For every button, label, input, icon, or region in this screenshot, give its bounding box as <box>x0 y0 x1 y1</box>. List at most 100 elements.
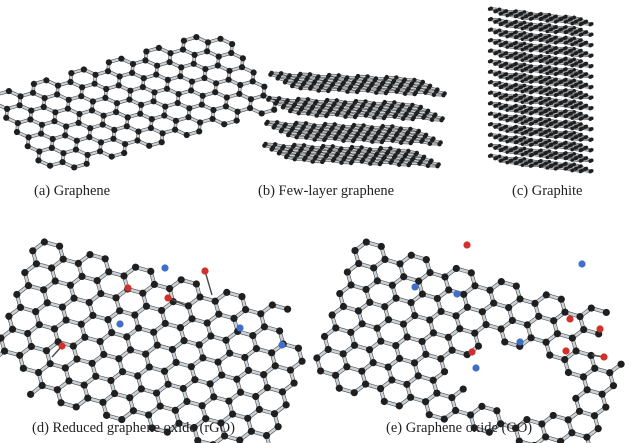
carbon-atom <box>564 46 568 50</box>
carbon-atom <box>412 91 417 97</box>
carbon-atom <box>570 168 575 173</box>
carbon-atom <box>194 436 202 443</box>
carbon-atom <box>558 80 562 85</box>
carbon-atom <box>474 342 483 350</box>
carbon-atom <box>311 81 316 86</box>
oxygen-atom <box>164 294 172 302</box>
carbon-atom <box>134 324 143 332</box>
carbon-atom <box>545 29 550 34</box>
carbon-atom <box>545 19 550 23</box>
carbon-atom <box>118 55 125 62</box>
carbon-atom <box>518 43 522 48</box>
carbon-atom <box>162 103 169 110</box>
carbon-atom <box>0 347 9 355</box>
carbon-atom <box>361 123 366 128</box>
carbon-atom <box>583 30 587 35</box>
carbon-atom <box>523 46 528 50</box>
carbon-atom <box>558 49 562 53</box>
carbon-atom <box>414 372 422 380</box>
carbon-atom <box>505 55 510 60</box>
carbon-atom <box>508 75 513 79</box>
carbon-atom <box>354 307 363 315</box>
carbon-atom <box>572 110 576 114</box>
carbon-atom <box>527 159 532 164</box>
carbon-atom <box>493 83 497 87</box>
carbon-atom <box>150 280 158 288</box>
carbon-atom <box>49 135 56 143</box>
carbon-atom <box>513 77 518 82</box>
carbon-atom <box>331 371 340 379</box>
carbon-atom <box>339 160 344 165</box>
carbon-atom <box>493 20 497 24</box>
carbon-atom <box>408 82 414 88</box>
carbon-atom <box>578 138 583 142</box>
carbon-atom <box>522 73 527 77</box>
carbon-atom <box>384 74 389 80</box>
carbon-atom <box>572 47 576 51</box>
graphite-illustration <box>487 6 594 174</box>
carbon-atom <box>583 135 587 140</box>
carbon-atom <box>403 380 411 388</box>
carbon-atom <box>523 140 528 145</box>
carbon-atom <box>286 132 291 138</box>
carbon-atom <box>508 22 513 27</box>
carbon-atom <box>339 125 345 131</box>
carbon-atom <box>564 151 568 155</box>
carbon-atom <box>347 85 353 91</box>
carbon-atom <box>263 141 268 147</box>
carbon-atom <box>76 110 83 118</box>
carbon-atom <box>518 12 522 17</box>
carbon-atom <box>268 349 276 357</box>
oxygen-atom <box>562 347 570 355</box>
carbon-atom <box>556 437 565 443</box>
carbon-atom <box>359 145 364 150</box>
carbon-atom <box>558 133 562 137</box>
carbon-atom <box>553 156 558 161</box>
carbon-atom <box>326 88 331 94</box>
carbon-atom <box>572 347 580 355</box>
carbon-atom <box>552 88 557 93</box>
carbon-atom <box>177 276 185 284</box>
carbon-atom <box>568 334 576 342</box>
carbon-atom <box>514 93 518 97</box>
carbon-atom <box>413 152 418 157</box>
carbon-atom <box>533 67 537 72</box>
carbon-atom <box>578 117 583 121</box>
carbon-atom <box>153 341 161 349</box>
oxygen-atom <box>463 241 471 249</box>
graphite-layer-10 <box>487 101 594 121</box>
carbon-atom <box>573 167 577 171</box>
carbon-atom <box>142 350 150 358</box>
carbon-atom <box>249 332 257 340</box>
carbon-atom <box>505 34 510 39</box>
carbon-atom <box>553 135 558 140</box>
carbon-atom <box>497 154 502 159</box>
carbon-atom <box>538 122 543 127</box>
carbon-atom <box>83 160 90 167</box>
carbon-atom <box>135 128 142 135</box>
carbon-atom <box>420 156 426 161</box>
carbon-atom <box>583 167 587 171</box>
carbon-atom <box>62 132 69 139</box>
carbon-atom <box>548 70 553 74</box>
carbon-atom <box>260 323 269 331</box>
carbon-atom <box>588 22 593 27</box>
carbon-atom <box>577 122 582 127</box>
carbon-atom <box>388 376 396 384</box>
carbon-atom <box>361 137 367 142</box>
carbon-atom <box>64 105 71 112</box>
carbon-atom <box>178 64 185 71</box>
carbon-atom <box>546 351 554 359</box>
carbon-atom <box>51 118 58 125</box>
carbon-atom <box>368 161 373 166</box>
carbon-atom <box>564 88 568 92</box>
carbon-atom <box>567 133 572 137</box>
carbon-atom <box>493 104 497 108</box>
carbon-atom <box>485 428 493 436</box>
hydrogen-atom <box>453 290 461 298</box>
carbon-atom <box>505 108 510 112</box>
carbon-atom <box>553 82 558 87</box>
carbon-atom <box>322 79 327 85</box>
carbon-atom <box>388 281 396 289</box>
carbon-atom <box>345 89 350 94</box>
